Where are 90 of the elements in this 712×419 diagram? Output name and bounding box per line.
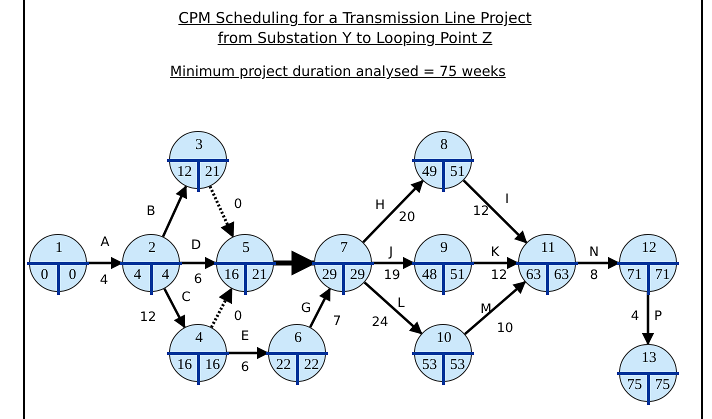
- activity-arrow: [464, 281, 526, 335]
- activity-arrow: [162, 185, 188, 238]
- activity-arrow: [362, 180, 424, 244]
- earliest-time: 63: [525, 268, 542, 283]
- latest-time: 21: [204, 165, 221, 180]
- activity-arrow: [274, 250, 316, 276]
- latest-time: 22: [303, 358, 320, 373]
- duration-label: 12: [140, 311, 156, 325]
- earliest-time: 12: [176, 165, 193, 180]
- activity-arrow: [163, 288, 186, 328]
- duration-label: 10: [496, 322, 514, 336]
- earliest-time: 4: [132, 268, 142, 283]
- latest-time: 51: [449, 165, 466, 180]
- activity-label: L: [397, 297, 405, 311]
- duration-label: 8: [590, 269, 598, 283]
- earliest-time: 0: [40, 268, 50, 283]
- duration-label: 6: [240, 361, 250, 375]
- activity-label: D: [191, 239, 201, 253]
- earliest-time: 71: [626, 268, 643, 283]
- activity-arrow: [472, 256, 520, 270]
- event-number: 4: [194, 331, 204, 346]
- earliest-time: 22: [275, 358, 292, 373]
- latest-time: 51: [449, 268, 466, 283]
- earliest-time: 16: [223, 268, 240, 283]
- event-circle: [518, 234, 576, 292]
- event-number: 8: [439, 138, 449, 153]
- event-number: 6: [293, 331, 303, 346]
- event-number: 7: [339, 241, 349, 256]
- diagram-title: CPM Scheduling for a Transmission Line Project from Substation Y to Looping Point Z: [177, 8, 533, 48]
- event-number: 13: [640, 351, 658, 366]
- event-circle: [314, 234, 372, 292]
- latest-time: 29: [349, 268, 366, 283]
- earliest-time: 49: [421, 165, 438, 180]
- earliest-time: 75: [626, 378, 643, 393]
- latest-time: 63: [553, 268, 570, 283]
- dummy-arrow: [210, 287, 233, 328]
- duration-label: 7: [332, 315, 342, 329]
- activity-arrow: [462, 180, 528, 244]
- activity-label: N: [589, 246, 599, 260]
- latest-time: 75: [654, 378, 671, 393]
- activity-label: E: [240, 330, 250, 344]
- event-circle: [414, 324, 472, 382]
- activity-label: 0: [234, 198, 242, 212]
- dummy-arrow: [208, 186, 234, 238]
- activity-label: B: [146, 205, 156, 219]
- duration-label: 4: [100, 274, 108, 288]
- duration-label: 6: [194, 273, 202, 287]
- event-number: 12: [640, 241, 658, 256]
- activity-label: G: [300, 302, 312, 316]
- earliest-time: 53: [421, 358, 438, 373]
- event-number: 10: [436, 331, 452, 346]
- duration-label: 24: [372, 316, 388, 330]
- event-number: 9: [439, 241, 449, 256]
- latest-time: 21: [251, 268, 268, 283]
- earliest-time: 16: [176, 358, 193, 373]
- activity-label: I: [505, 193, 509, 207]
- activity-arrow: [364, 281, 422, 335]
- event-number: 11: [540, 241, 556, 256]
- activity-arrow: [227, 346, 270, 360]
- subtitle: Minimum project duration analysed = 75 weeks: [170, 64, 506, 80]
- activity-arrow: [309, 288, 331, 328]
- activity-arrow: [576, 256, 620, 270]
- earliest-time: 29: [321, 268, 338, 283]
- duration-label: 19: [384, 269, 400, 283]
- latest-time: 0: [68, 268, 78, 283]
- activity-arrow: [372, 256, 416, 270]
- activity-label: H: [375, 199, 385, 213]
- event-circle: [414, 131, 472, 189]
- event-number: 5: [241, 241, 251, 256]
- activity-label: K: [490, 246, 500, 260]
- duration-label: 4: [630, 310, 640, 324]
- activity-label: 0: [234, 310, 242, 324]
- event-number: 2: [147, 241, 157, 256]
- activity-label: P: [654, 310, 662, 324]
- activity-arrow: [642, 292, 654, 346]
- latest-time: 4: [160, 268, 170, 283]
- duration-label: 12: [472, 205, 490, 219]
- earliest-time: 48: [421, 268, 438, 283]
- activity-label: C: [181, 291, 191, 305]
- activity-arrow: [87, 256, 124, 270]
- latest-time: 53: [449, 358, 466, 373]
- duration-label: 12: [490, 269, 508, 283]
- duration-label: 20: [398, 211, 416, 225]
- activity-arrow: [180, 256, 218, 270]
- latest-time: 16: [204, 358, 221, 373]
- event-number: 3: [194, 138, 204, 153]
- activity-label: J: [389, 246, 393, 260]
- latest-time: 71: [654, 268, 671, 283]
- activity-label: A: [100, 236, 110, 250]
- event-number: 1: [54, 241, 64, 256]
